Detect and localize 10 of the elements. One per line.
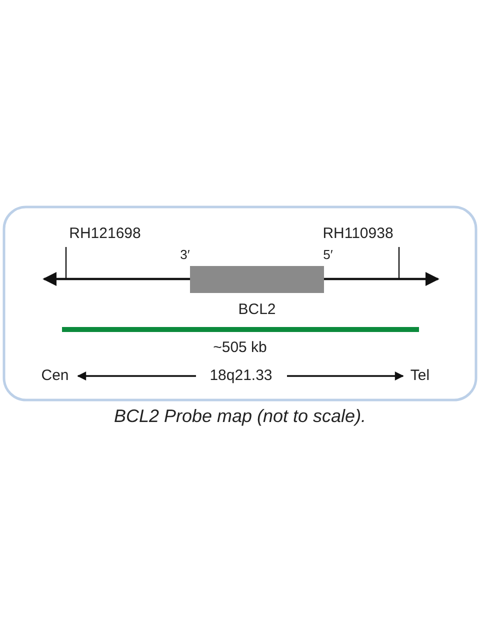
centromere-label: Cen (41, 368, 69, 384)
marker-name: RH110938 (322, 226, 394, 242)
probe-size: ~505 kb (213, 340, 267, 356)
strand-end-label: 3′ (180, 248, 190, 262)
strand-end-label: 5′ (323, 248, 333, 262)
gene-name: BCL2 (238, 302, 276, 318)
caption: BCL2 Probe map (not to scale). (114, 407, 366, 427)
marker-name: RH121698 (69, 226, 141, 242)
telomere-label: Tel (410, 368, 430, 384)
band-label: 18q21.33 (210, 368, 272, 384)
